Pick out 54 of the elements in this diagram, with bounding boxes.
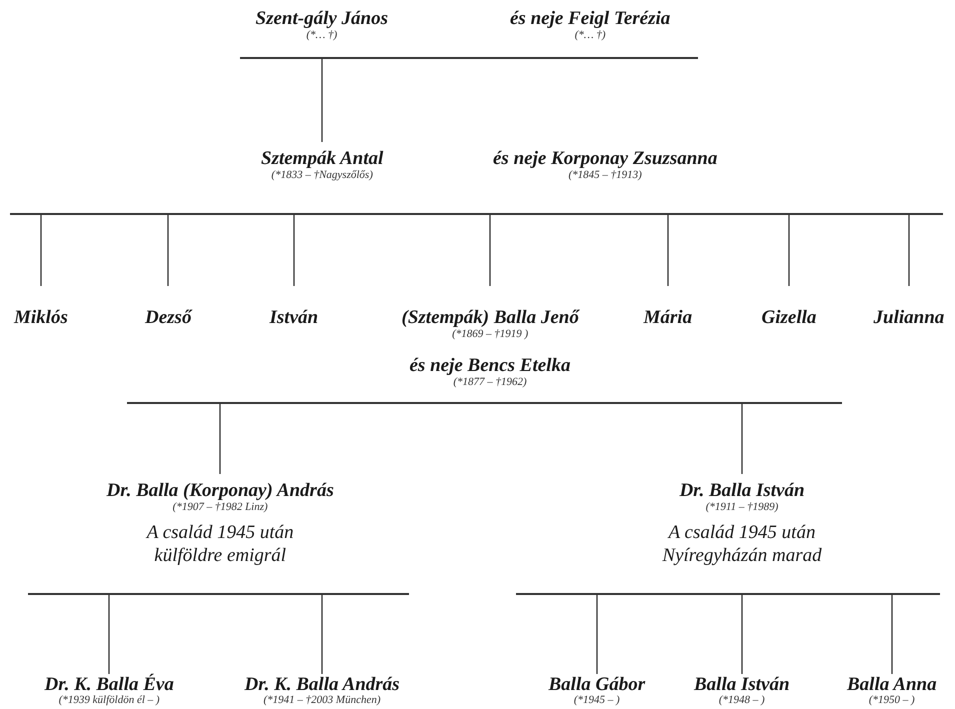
descent-line (219, 404, 221, 474)
life-dates: (*1833 – †Nagyszőlős) (271, 169, 373, 181)
descent-line (108, 594, 110, 674)
descent-line (489, 214, 491, 286)
person-name: Sztempák Antal (261, 148, 384, 169)
life-dates: (*… †) (306, 29, 338, 41)
descent-line (321, 58, 323, 142)
life-dates: (*1945 – ) (574, 694, 620, 706)
descent-line (741, 594, 743, 674)
person-name: Balla István (694, 676, 790, 694)
person-name: Dr. Balla (Korponay) András (106, 480, 334, 501)
person-name: Dezső (145, 307, 192, 328)
descent-line (741, 404, 743, 474)
descent-line (891, 594, 893, 674)
person-name: és neje Feigl Terézia (510, 8, 670, 29)
descent-line (908, 214, 910, 286)
life-dates: (*1907 – †1982 Linz) (172, 501, 268, 513)
family-note: A család 1945 után külföldre emigrál (144, 521, 295, 567)
life-dates: (*… †) (574, 29, 606, 41)
marriage-line (127, 402, 842, 404)
descent-line (788, 214, 790, 286)
person-name: Szent-gály János (256, 8, 388, 29)
marriage-line (28, 593, 409, 594)
person-name: (Sztempák) Balla Jenő (402, 307, 579, 328)
life-dates: (*1911 – †1989) (706, 501, 778, 513)
descent-line (321, 594, 323, 674)
person-name: Dr. K. Balla András (244, 676, 400, 694)
life-dates: (*1941 – †2003 München) (264, 694, 381, 706)
person-name: István (270, 307, 318, 328)
life-dates: (*1950 – ) (868, 694, 915, 706)
marriage-line (516, 593, 940, 594)
life-dates: (*1939 külföldön él – ) (58, 694, 160, 706)
person-name: és neje Bencs Etelka (410, 355, 570, 376)
descent-line (167, 214, 169, 286)
family-note: A család 1945 után Nyíregyházán marad (661, 521, 823, 567)
life-dates: (*1948 – ) (718, 694, 765, 706)
person-name: Julianna (874, 307, 944, 328)
life-dates: (*1869 – †1919 ) (452, 328, 528, 340)
life-dates: (*1845 – †1913) (568, 169, 642, 181)
person-name: Balla Gábor (548, 676, 646, 694)
descent-line (40, 214, 42, 286)
descent-line (667, 214, 669, 286)
person-name: Mária (644, 307, 692, 328)
person-name: Dr. Balla István (679, 480, 805, 501)
person-name: és neje Korponay Zsuzsanna (493, 148, 718, 169)
descent-line (293, 214, 295, 286)
marriage-line (240, 57, 698, 58)
person-name: Dr. K. Balla Éva (44, 676, 174, 694)
descent-line (596, 594, 598, 674)
person-name: Miklós (14, 307, 68, 328)
person-name: Gizella (762, 307, 816, 328)
marriage-line (10, 213, 943, 214)
life-dates: (*1877 – †1962) (453, 376, 527, 388)
person-name: Balla Anna (847, 676, 937, 694)
